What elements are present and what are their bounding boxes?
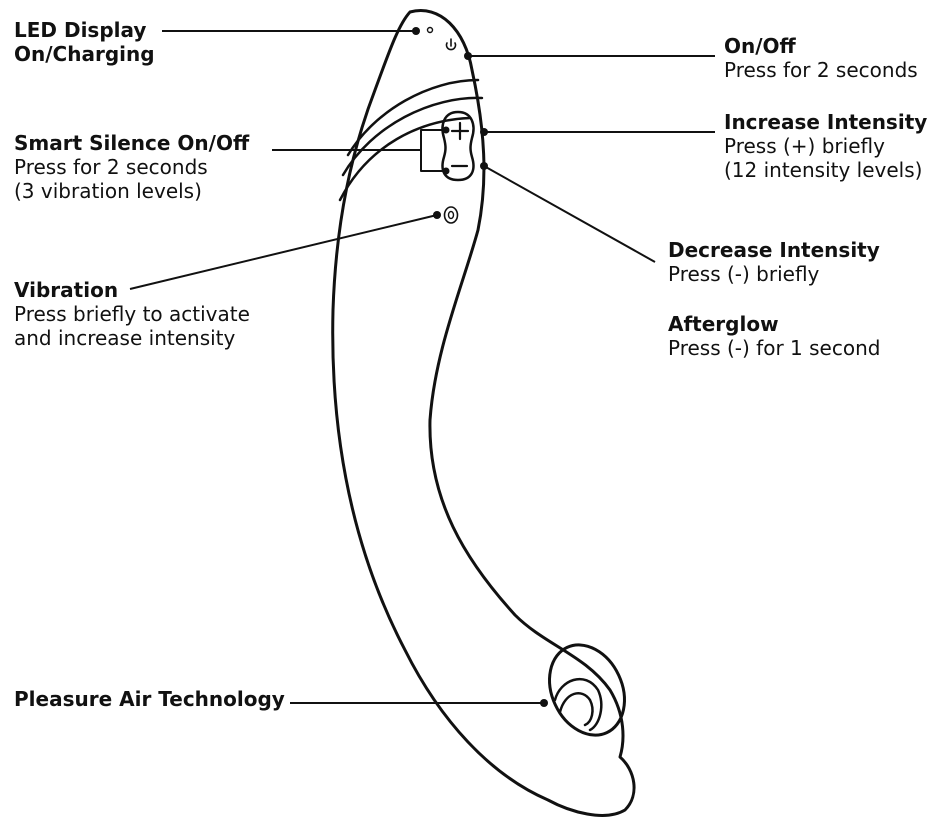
vibration-icon: [443, 206, 459, 224]
label-decrease-desc-1: Press (-) briefly: [668, 262, 820, 286]
label-increase-intensity: Increase Intensity Press (+) briefly (12…: [724, 110, 927, 182]
label-air-title: Pleasure Air Technology: [14, 687, 285, 711]
dot-vibration: [433, 211, 441, 219]
label-on-off: On/Off Press for 2 seconds: [724, 34, 918, 82]
body-contour-3: [338, 116, 472, 202]
body-contour-2: [341, 96, 484, 177]
label-onoff-title: On/Off: [724, 34, 796, 58]
plus-icon: [450, 121, 470, 141]
dot-plus: [442, 126, 450, 134]
label-led-display: LED Display On/Charging: [14, 18, 155, 66]
dot-increase: [480, 128, 488, 136]
dot-onoff: [464, 52, 472, 60]
dot-minus: [442, 167, 450, 175]
label-smart-title: Smart Silence On/Off: [14, 131, 250, 155]
cup-ring-2: [558, 692, 594, 727]
led-indicator-icon: [426, 26, 434, 34]
label-vibration: Vibration Press briefly to activate and …: [14, 278, 250, 350]
leader-decrease: [483, 165, 656, 263]
label-pleasure-air: Pleasure Air Technology: [14, 687, 285, 711]
label-afterglow-title: Afterglow: [668, 312, 779, 336]
smart-silence-bracket: [420, 129, 444, 172]
device-body-outline: [331, 9, 636, 817]
label-led-title-2: On/Charging: [14, 42, 155, 66]
label-smart-desc-2: (3 vibration levels): [14, 179, 202, 203]
label-afterglow-desc-1: Press (-) for 1 second: [668, 336, 881, 360]
label-onoff-desc-1: Press for 2 seconds: [724, 58, 918, 82]
label-decrease-title: Decrease Intensity: [668, 238, 880, 262]
label-increase-desc-1: Press (+) briefly: [724, 134, 885, 158]
label-afterglow: Afterglow Press (-) for 1 second: [668, 312, 880, 360]
label-vibration-desc-1: Press briefly to activate: [14, 302, 250, 326]
label-smart-silence: Smart Silence On/Off Press for 2 seconds…: [14, 131, 249, 203]
power-icon: [445, 38, 457, 51]
label-led-title-1: LED Display: [14, 18, 147, 42]
label-increase-title: Increase Intensity: [724, 110, 928, 134]
label-vibration-title: Vibration: [14, 278, 119, 302]
cup-ring-1: [553, 678, 603, 732]
label-smart-desc-1: Press for 2 seconds: [14, 155, 208, 179]
leader-vibration: [129, 214, 438, 290]
dot-decrease: [480, 162, 488, 170]
label-decrease-intensity: Decrease Intensity Press (-) briefly: [668, 238, 880, 286]
pleasure-air-cup: [548, 643, 626, 737]
dot-led: [412, 27, 420, 35]
body-contour-1: [346, 78, 480, 157]
label-vibration-desc-2: and increase intensity: [14, 326, 236, 350]
dot-air: [540, 699, 548, 707]
intensity-button-outline: [441, 110, 475, 182]
label-increase-desc-2: (12 intensity levels): [724, 158, 923, 182]
